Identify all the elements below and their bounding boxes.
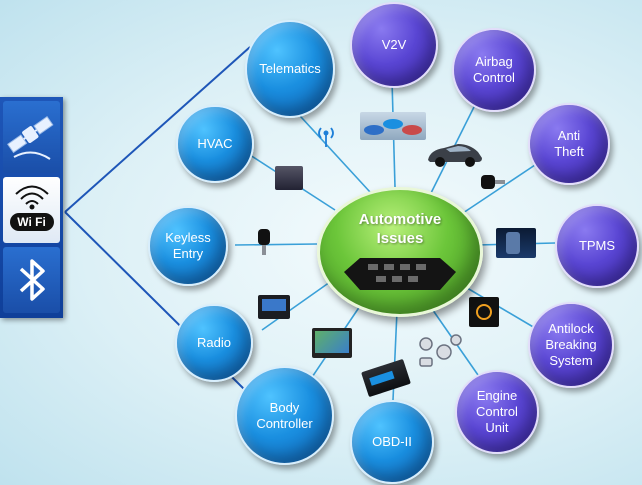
- connectivity-panel: Wi Fi: [0, 97, 63, 318]
- car-image: [428, 144, 482, 167]
- node-label: Airbag Control: [473, 54, 515, 85]
- node-keyless-entry[interactable]: Keyless Entry: [148, 206, 228, 286]
- engine-components-image: [419, 334, 462, 367]
- node-radio[interactable]: Radio: [175, 304, 253, 382]
- node-hvac[interactable]: HVAC: [176, 105, 254, 183]
- node-label: OBD-II: [372, 434, 412, 449]
- tpms-sensor-image: [496, 228, 536, 258]
- node-body-controller[interactable]: Body Controller: [235, 366, 334, 465]
- satellite-cell: [3, 101, 60, 173]
- wifi-cell: Wi Fi: [3, 177, 60, 243]
- car-key-fob-image: [481, 175, 505, 189]
- connector-radio: [261, 281, 331, 331]
- navigation-screen-image: [312, 328, 352, 358]
- bluetooth-icon: [19, 259, 45, 301]
- connector-antitheft: [459, 164, 536, 216]
- automotive-issues-hub[interactable]: Automotive Issues: [317, 187, 483, 317]
- node-label: Engine Control Unit: [476, 388, 518, 435]
- satellite-icon: [6, 115, 54, 160]
- node-tpms[interactable]: TPMS: [555, 204, 639, 288]
- hvac-unit-image: [275, 166, 303, 190]
- node-airbag-control[interactable]: Airbag Control: [452, 28, 536, 112]
- bluetooth-cell: [3, 247, 60, 313]
- antenna-icon: [318, 127, 334, 147]
- node-label: V2V: [381, 37, 407, 52]
- node-label: HVAC: [197, 136, 233, 151]
- node-label: Body Controller: [256, 399, 313, 431]
- hub-title: Automotive Issues: [358, 211, 442, 247]
- node-label: Keyless Entry: [165, 230, 211, 261]
- node-label: Anti Theft: [554, 128, 584, 159]
- node-engine-control-unit[interactable]: Engine Control Unit: [455, 370, 539, 454]
- circuit-board-image: [344, 258, 456, 290]
- node-label: Radio: [197, 335, 231, 350]
- abs-warning-light-image: [469, 297, 499, 327]
- connector-telematics: [289, 104, 371, 193]
- node-antilock-breaking-system[interactable]: Antilock Breaking System: [528, 302, 614, 388]
- v2v-cars-image: [360, 112, 426, 140]
- node-v2v[interactable]: V2V: [350, 2, 438, 88]
- node-label: Antilock Breaking System: [545, 321, 597, 368]
- node-anti-theft[interactable]: Anti Theft: [528, 103, 610, 185]
- connector-panel-telematics: [64, 46, 251, 213]
- node-telematics[interactable]: Telematics: [245, 20, 335, 118]
- key-fob-image: [258, 229, 270, 255]
- node-label: Telematics: [259, 61, 321, 76]
- wifi-icon: [14, 185, 49, 210]
- wifi-label: Wi Fi: [9, 213, 54, 231]
- node-obd-ii[interactable]: OBD-II: [350, 400, 434, 484]
- radio-unit-image: [258, 295, 290, 319]
- node-label: TPMS: [578, 238, 616, 253]
- connector-keyless: [234, 243, 318, 246]
